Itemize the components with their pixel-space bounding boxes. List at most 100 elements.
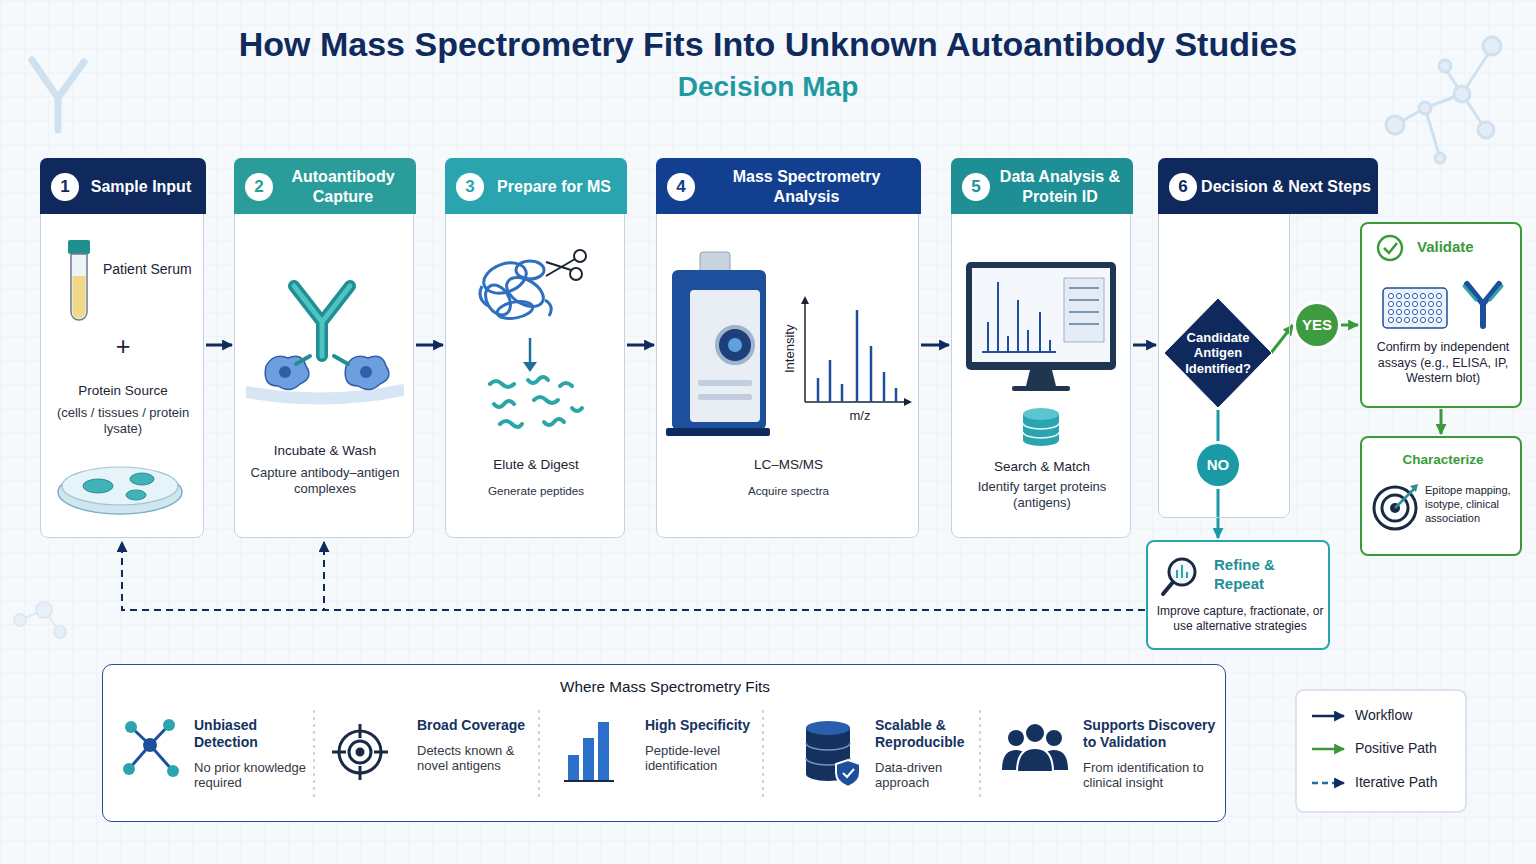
benefit-item: Unbiased Detection No prior knowledge req… [194,717,314,791]
node-text: (cells / tissues / protein lysate) [56,405,190,438]
step-panel: Prepare for MS Elute & DigestGenerate pep… [445,158,625,538]
node-text: Validate [1417,238,1517,257]
step-title: Sample Input [83,159,199,215]
network-icon [123,719,179,777]
flow-connector [627,344,654,347]
step-panel: Autoantibody CaptureIncubate & WashCaptu… [234,158,414,538]
step-title: Prepare for MS [488,159,620,215]
down-arrow [523,338,537,372]
node-text: Characterize [1362,452,1524,469]
node-text: YES [1302,316,1332,334]
summary-band: Where Mass Spectrometry FitsUnbiased Det… [102,664,1226,822]
node-text: Incubate & Wash [235,443,415,460]
node-text: Patient Serum [103,261,203,279]
step-number: 3 [456,173,484,201]
node-text: 5 [971,177,980,197]
mass-spectrometer [666,252,770,436]
item-body: Detects known & novel antigens [417,743,532,774]
flow-connector [1440,409,1443,434]
step-panel: Data Analysis & Protein ID Search & Match… [951,158,1131,538]
outcome-box: CharacterizeEpitope mapping, isotype, cl… [1360,436,1522,556]
item-body: Data-driven approach [875,760,975,791]
item-heading: Scalable & Reproducible [875,717,975,751]
iterative-connector [324,542,1145,610]
answer-circle: NO [1197,444,1239,486]
outcome-box: Refine & RepeatImprove capture, fraction… [1146,540,1330,650]
step-panel: Sample InputPatient Serum + Protein Source… [40,158,204,538]
step-number: 6 [1169,173,1197,201]
title: How Mass Spectrometry Fits Into Unknown … [0,24,1536,65]
diamond-outline [1164,298,1272,408]
petri-dish [58,467,182,514]
outcome-box: ValidateConfirm by independent assays (e… [1360,222,1522,408]
node-text: Epitope mapping, isotype, clinical assoc… [1425,484,1520,525]
bar-icon [564,722,614,782]
item-heading: High Specificity [645,717,750,734]
flow-connector [1217,487,1220,538]
database [1023,408,1059,446]
node-text: NO [1207,456,1230,474]
scissors [546,250,586,280]
panel-grounds [40,158,1522,822]
step-title: Mass Spectrometry Analysis [699,159,914,215]
node-text: Where Mass Spectrometry Fits [103,677,1227,696]
item-heading: Unbiased Detection [194,717,314,751]
deco-molecule [1386,37,1501,163]
antibody-icon [1464,284,1502,326]
node-text: Search & Match [952,459,1132,476]
answer-circle: YES [1296,304,1338,346]
node-text: Generate peptides [446,484,626,499]
step-number: 4 [667,173,695,201]
spectrum [801,296,912,406]
legend-sample [1312,782,1344,785]
node-text: Capture antibody–antigen complexes [240,465,410,498]
legend-sample [1312,715,1344,718]
node-text: Protein Source [41,383,205,400]
node-text: + [41,331,205,363]
iterative-connector [122,542,1145,610]
node-text: 3 [465,177,474,197]
flow-connector [416,344,443,347]
node-text: Elute & Digest [446,457,626,474]
target-icon [1374,484,1418,529]
peptides [490,377,582,427]
test-tube [68,240,90,320]
magnifier-icon [1163,559,1195,594]
node-text: LC–MS/MS [657,457,920,474]
benefit-item: Broad CoverageDetects known & novel anti… [417,717,532,774]
item-heading: Supports Discovery to Validation [1083,717,1218,751]
step-title: Decision & Next Steps [1201,159,1371,215]
flow-connector [1217,410,1220,442]
monitor [966,262,1116,391]
node-text: Improve capture, fractionate, or use alt… [1154,604,1326,634]
step-title: Autoantibody Capture [277,159,409,215]
item-body: Peptide-level identification [645,743,760,774]
flow-connector [1133,344,1156,347]
decision-diamond: Candidate Antigen Identified? [1163,297,1273,409]
flow-connector [1341,324,1358,327]
item-body: From identification to clinical insight [1083,760,1218,791]
node-text: Confirm by independent assays (e.g., ELI… [1370,340,1516,387]
item-body: No prior knowledge required [194,760,314,791]
check-icon [1378,236,1402,260]
antibody-capture [246,286,404,405]
node-text: 4 [676,177,685,197]
people-icon [1002,723,1068,772]
node-text: 2 [254,177,263,197]
legend-text: Workflow [1355,707,1412,724]
step-number: 1 [51,173,79,201]
protein-tangle [480,257,552,321]
axis-label: Intensity [782,314,798,384]
step-number: 5 [962,173,990,201]
node-text: Candidate Antigen Identified? [1181,330,1255,377]
flow-connector [921,344,949,347]
database-shield-icon [806,721,860,787]
node-text: Acquire spectra [657,484,920,499]
legend-text: Iterative Path [1355,774,1438,791]
benefit-item: Supports Discovery to ValidationFrom ide… [1083,717,1218,791]
separators [314,710,980,800]
step-title: Data Analysis & Protein ID [994,159,1126,215]
